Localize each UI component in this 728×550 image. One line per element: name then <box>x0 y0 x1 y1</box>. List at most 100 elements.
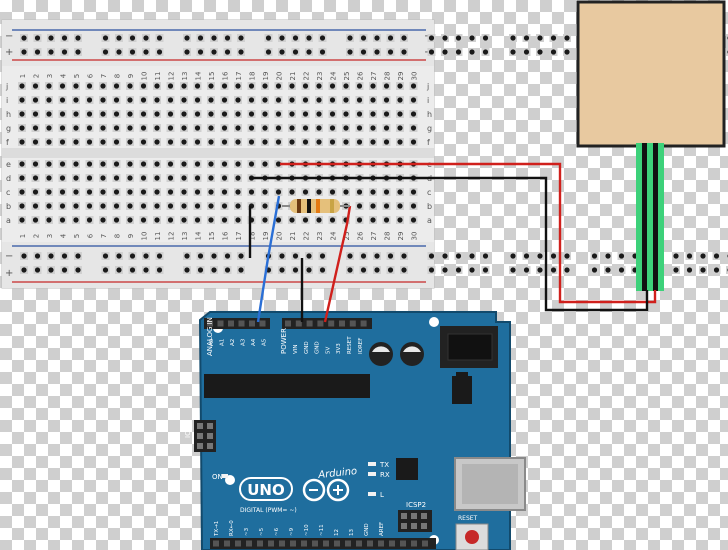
terminal-hole-socket <box>127 161 133 167</box>
digital-pin <box>235 540 241 547</box>
terminal-hole-socket <box>167 161 174 167</box>
rail-hole-socket <box>482 49 489 55</box>
black-wire-sensor <box>250 176 649 312</box>
arduino-pcb <box>198 311 511 550</box>
terminal-hole-socket <box>208 111 214 117</box>
rail-hole-socket <box>428 49 435 55</box>
digital-pin <box>224 540 230 547</box>
rail-hole-socket <box>34 253 41 259</box>
terminal-hole-socket <box>100 189 106 195</box>
breadboard-column-labels: 1122334455667788991010111112121313141415… <box>19 71 419 240</box>
terminal-hole-socket <box>154 203 160 209</box>
dc-power-jack-inner <box>447 333 493 361</box>
rail-hole-socket <box>224 35 231 41</box>
terminal-hole-socket <box>302 189 309 195</box>
terminal-hole-socket <box>370 217 376 223</box>
icsp2-pin <box>411 523 417 529</box>
terminal-hole-socket <box>356 83 363 89</box>
terminal-hole-socket <box>221 83 228 89</box>
terminal-hole-socket <box>248 189 255 195</box>
rail-hole-socket <box>564 267 570 273</box>
digital-pin <box>257 540 263 547</box>
terminal-hole-socket <box>100 111 106 117</box>
terminal-hole-socket <box>19 111 25 117</box>
terminal-hole-socket <box>127 111 133 117</box>
terminal-hole-socket <box>86 97 93 103</box>
terminal-hole-socket <box>181 203 187 209</box>
terminal-hole-socket <box>181 125 187 131</box>
rail-hole-socket <box>347 49 353 55</box>
rail-hole-socket <box>21 35 27 41</box>
terminal-hole-socket <box>275 83 282 89</box>
terminal-hole-socket <box>127 83 133 89</box>
icsp-pin <box>207 423 213 429</box>
rail-hole-socket <box>537 267 543 273</box>
power-pin <box>339 320 345 327</box>
terminal-hole-socket <box>140 161 147 167</box>
terminal-hole-socket <box>140 111 147 117</box>
row-label: e <box>6 160 11 169</box>
terminal-hole-socket <box>208 125 214 131</box>
terminal-hole-socket <box>46 203 52 209</box>
rail-hole-socket <box>197 35 204 41</box>
column-number: 20 <box>276 232 284 241</box>
analog-header <box>204 318 270 329</box>
terminal-hole-socket <box>316 125 322 131</box>
power-pin-label: VIN <box>293 345 299 355</box>
terminal-hole-socket <box>262 97 268 103</box>
terminal-hole-socket <box>46 161 52 167</box>
rx-led <box>368 472 376 476</box>
red-wire-5v <box>323 205 352 323</box>
digital-pin <box>323 540 329 547</box>
terminal-hole-socket <box>167 97 174 103</box>
terminal-hole-socket <box>289 217 295 223</box>
column-number: 12 <box>168 72 176 81</box>
terminal-hole-socket <box>262 189 268 195</box>
terminal-hole-socket <box>73 83 79 89</box>
terminal-hole-socket <box>343 111 349 117</box>
rail-hole-socket <box>156 267 163 273</box>
rail-hole-socket <box>564 49 570 55</box>
rail-hole-socket <box>319 253 326 259</box>
icsp2-pin <box>401 523 407 529</box>
column-number: 16 <box>222 71 230 80</box>
terminal-hole-socket <box>221 217 228 223</box>
terminal-hole-socket <box>73 111 79 117</box>
terminal-hole-socket <box>32 203 39 209</box>
analog-pin <box>228 320 234 327</box>
power-pin-label: RESET <box>347 336 353 354</box>
terminal-hole-socket <box>356 125 363 131</box>
terminal-hole-socket <box>356 203 363 209</box>
tx-led <box>368 462 376 466</box>
terminal-hole-socket <box>248 125 255 131</box>
resistor-band-4 <box>330 199 334 213</box>
analog-pin-label: A0 <box>209 338 215 346</box>
rail-hole-socket <box>34 267 41 273</box>
rail-hole-socket <box>143 49 149 55</box>
terminal-hole-socket <box>46 125 52 131</box>
rail-hole-socket <box>700 267 706 273</box>
terminal-hole-socket <box>181 161 187 167</box>
rail-hole-socket <box>156 35 163 41</box>
terminal-hole-socket <box>73 161 79 167</box>
column-number: 14 <box>195 71 203 80</box>
reset-button-cap[interactable] <box>465 530 479 544</box>
terminal-hole-socket <box>113 111 120 117</box>
top-rail-plus-label: + <box>5 47 13 58</box>
rail-hole-socket <box>279 35 285 41</box>
terminal-hole-socket <box>208 161 214 167</box>
voltage-regulator <box>452 376 472 404</box>
terminal-hole-socket <box>221 97 228 103</box>
column-number: 13 <box>181 232 189 241</box>
terminal-hole-socket <box>383 125 390 131</box>
rail-hole-socket <box>510 253 516 259</box>
terminal-hole-socket <box>194 139 201 145</box>
digital-pin <box>356 540 362 547</box>
terminal-hole-socket <box>410 111 417 117</box>
icsp2-pin <box>401 513 407 519</box>
terminal-hole-socket <box>181 139 187 145</box>
rail-hole-socket <box>387 49 394 55</box>
terminal-hole-socket <box>100 97 106 103</box>
